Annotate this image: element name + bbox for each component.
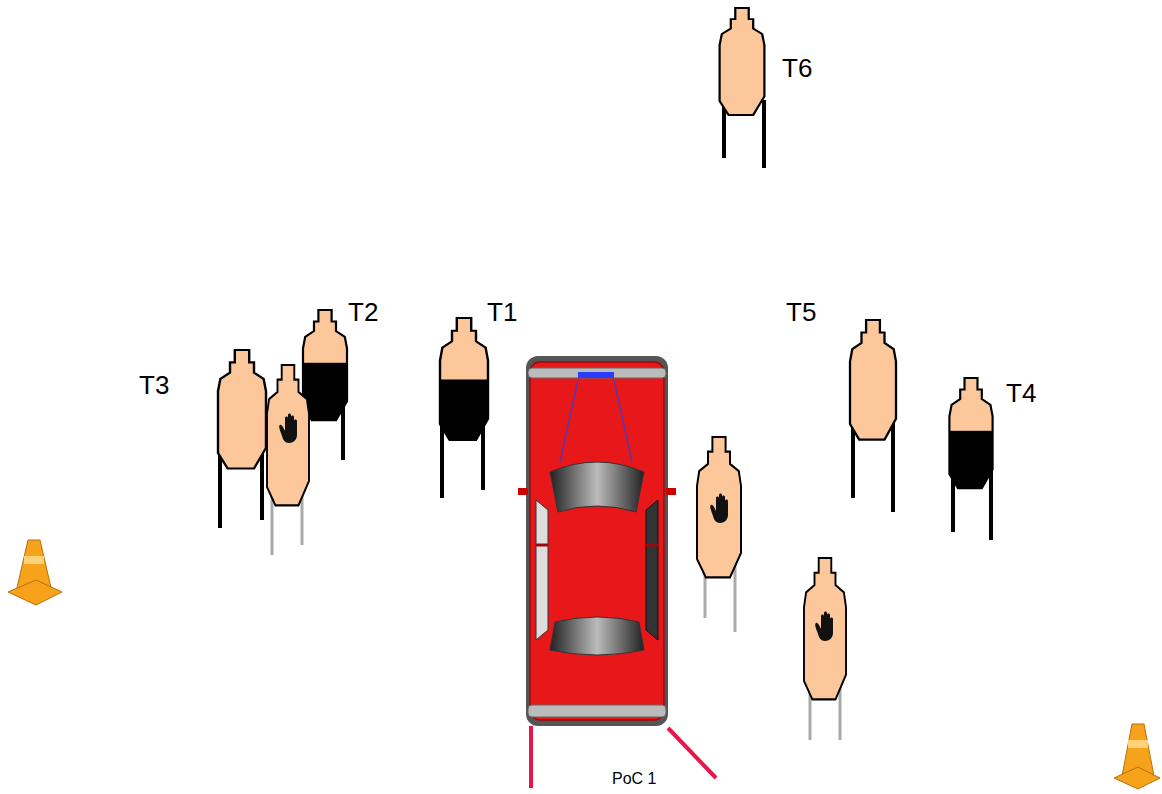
traffic-cone xyxy=(1114,724,1160,789)
shoot-target xyxy=(720,8,765,168)
shoot-target xyxy=(947,378,995,540)
shoot-target xyxy=(438,318,491,498)
position-label: PoC 1 xyxy=(612,771,656,787)
no-shoot-target xyxy=(804,558,846,740)
no-shoot-target xyxy=(267,365,309,555)
no-shoot-target xyxy=(697,437,741,632)
target-label: T5 xyxy=(786,299,816,325)
shoot-target xyxy=(850,320,896,512)
traffic-cone xyxy=(8,540,62,605)
target-label: T2 xyxy=(348,299,378,325)
target-label: T6 xyxy=(782,55,812,81)
patrol-car xyxy=(518,356,676,726)
point-of-contact-marker xyxy=(531,726,716,788)
target-label: T1 xyxy=(487,299,517,325)
target-label: T3 xyxy=(139,372,169,398)
shoot-target xyxy=(218,350,266,528)
target-label: T4 xyxy=(1006,380,1036,406)
